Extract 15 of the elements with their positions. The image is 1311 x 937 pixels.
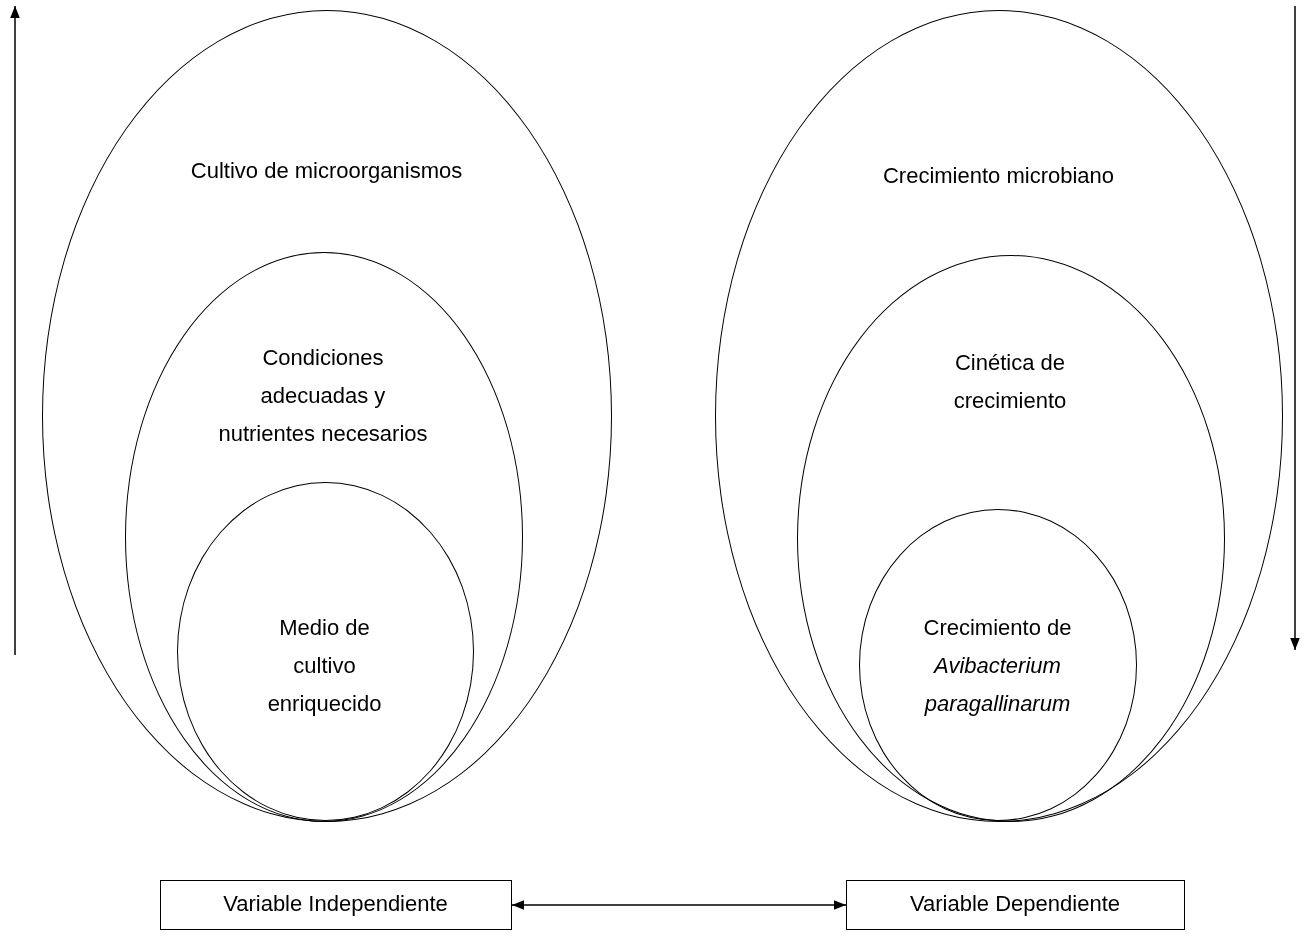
ellipse-shape — [177, 482, 474, 821]
ellipse-label: Condiciones adecuadas y nutrientes necesarios — [217, 344, 429, 448]
ellipse-shape — [796, 254, 1225, 822]
ellipse-shape — [715, 10, 1283, 822]
variable-label: Variable Independiente — [222, 889, 449, 918]
ellipse-label: Crecimiento de Avibacterium paragallinarum — [922, 613, 1073, 718]
variable-label: Variable Dependiente — [909, 889, 1121, 918]
ellipse-label: Cultivo de microorganismos — [189, 156, 464, 185]
ellipse-shape — [42, 10, 612, 822]
double-arrow — [511, 900, 847, 910]
label-box — [160, 880, 512, 930]
ellipse-label: Medio de cultivo enriquecido — [266, 613, 383, 718]
ellipse-label: Cinética de crecimiento — [952, 349, 1068, 415]
ellipse-label: Crecimiento microbiano — [881, 161, 1116, 190]
label-box — [846, 880, 1185, 930]
